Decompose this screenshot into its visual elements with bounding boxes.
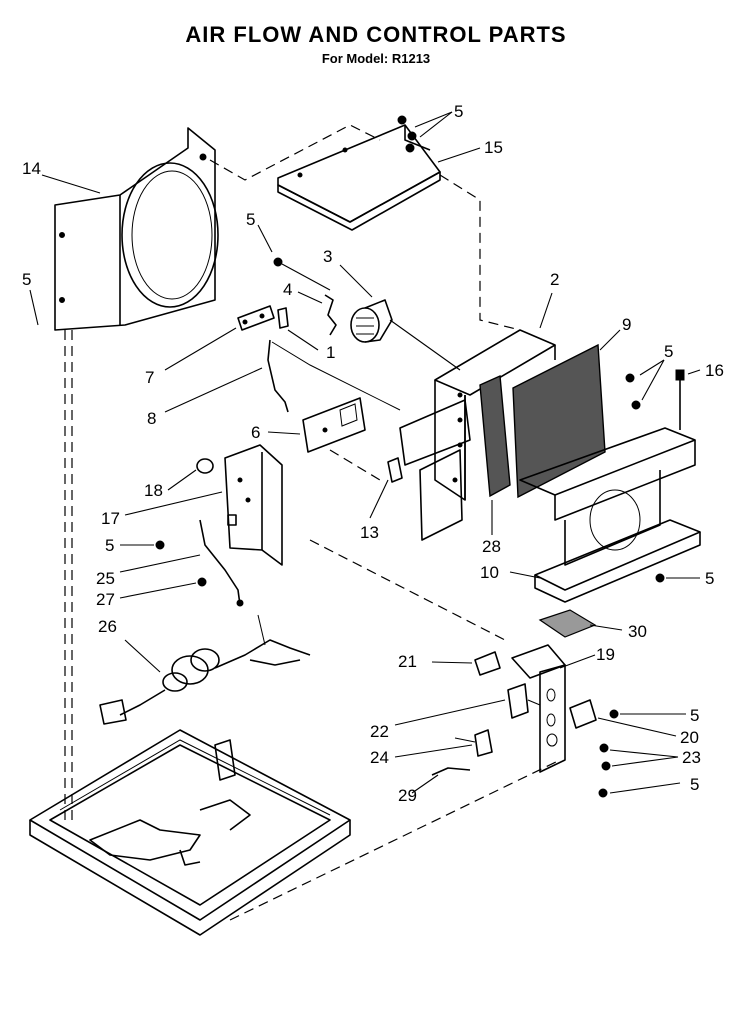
- leader-lines: [29, 111, 701, 794]
- callout-5: 5: [690, 775, 699, 794]
- callout-6: 6: [251, 423, 260, 442]
- callout-22: 22: [370, 722, 389, 741]
- screws-left: [155, 540, 207, 587]
- part-19-switch-panel: [511, 644, 566, 773]
- part-21-bracket: [474, 651, 501, 676]
- part-13-clip: [387, 457, 403, 483]
- callout-16: 16: [705, 361, 724, 380]
- page-title: AIR FLOW AND CONTROL PARTS: [185, 22, 567, 47]
- part-29-wire: [431, 767, 471, 776]
- part-3-motor: [350, 299, 461, 371]
- alignment-lines: [64, 124, 561, 921]
- part-18-bushing: [196, 458, 214, 474]
- part-15-top-panel: [277, 124, 441, 231]
- callout-13: 13: [360, 523, 379, 542]
- part-25-wire: [199, 519, 244, 607]
- callout-5: 5: [664, 342, 673, 361]
- screws-5-right: [625, 373, 641, 410]
- callout-5: 5: [246, 210, 255, 229]
- part-10-base-pan: [519, 427, 701, 603]
- part-26-power-cord: [99, 614, 311, 725]
- callout-5: 5: [22, 270, 31, 289]
- callout-15: 15: [484, 138, 503, 157]
- screw-5-motor: [273, 257, 331, 291]
- part-7-bracket: [237, 305, 275, 331]
- callout-8: 8: [147, 409, 156, 428]
- part-30-pad: [538, 609, 597, 638]
- callout-28: 28: [482, 537, 501, 556]
- part-8-sensing-bulb: [267, 339, 401, 413]
- part-17-bracket: [224, 444, 283, 566]
- part-28-filter: [479, 374, 511, 498]
- callout-9: 9: [622, 315, 631, 334]
- callout-18: 18: [144, 481, 163, 500]
- model-subtitle: For Model: R1213: [321, 51, 431, 66]
- part-14-fan-shroud: [54, 127, 219, 331]
- callout-20: 20: [680, 728, 699, 747]
- part-24-switch: [454, 729, 493, 757]
- callout-19: 19: [596, 645, 615, 664]
- part-6-control-board: [302, 397, 366, 453]
- part-16-bolt: [675, 369, 685, 430]
- part-9-evaporator: [512, 343, 606, 499]
- callout-4: 4: [283, 280, 292, 299]
- callout-7: 7: [145, 368, 154, 387]
- callout-2: 2: [550, 270, 559, 289]
- callout-5: 5: [105, 536, 114, 555]
- part-20-switch: [569, 699, 597, 729]
- callout-5: 5: [454, 102, 463, 121]
- callout-1: 1: [326, 343, 335, 362]
- callout-17: 17: [101, 509, 120, 528]
- part-1-tab: [277, 307, 289, 329]
- screws-5-top: [397, 115, 417, 153]
- screws-5-lower: [598, 573, 665, 798]
- callout-26: 26: [98, 617, 117, 636]
- callout-27: 27: [96, 590, 115, 609]
- callout-labels: 5 15 14 5 3 5 4 2 9 5 16 7 1 8 6 18 17 1…: [22, 102, 724, 805]
- base-chassis: [29, 729, 351, 936]
- part-22-switch: [507, 683, 541, 719]
- callout-5: 5: [690, 706, 699, 725]
- callout-23: 23: [682, 748, 701, 767]
- part-4-clip: [324, 294, 337, 336]
- callout-10: 10: [480, 563, 499, 582]
- callout-29: 29: [398, 786, 417, 805]
- callout-3: 3: [323, 247, 332, 266]
- callout-25: 25: [96, 569, 115, 588]
- callout-30: 30: [628, 622, 647, 641]
- callout-24: 24: [370, 748, 389, 767]
- callout-14: 14: [22, 159, 41, 178]
- callout-21: 21: [398, 652, 417, 671]
- callout-5: 5: [705, 569, 714, 588]
- part-2-control-housing: [399, 329, 556, 541]
